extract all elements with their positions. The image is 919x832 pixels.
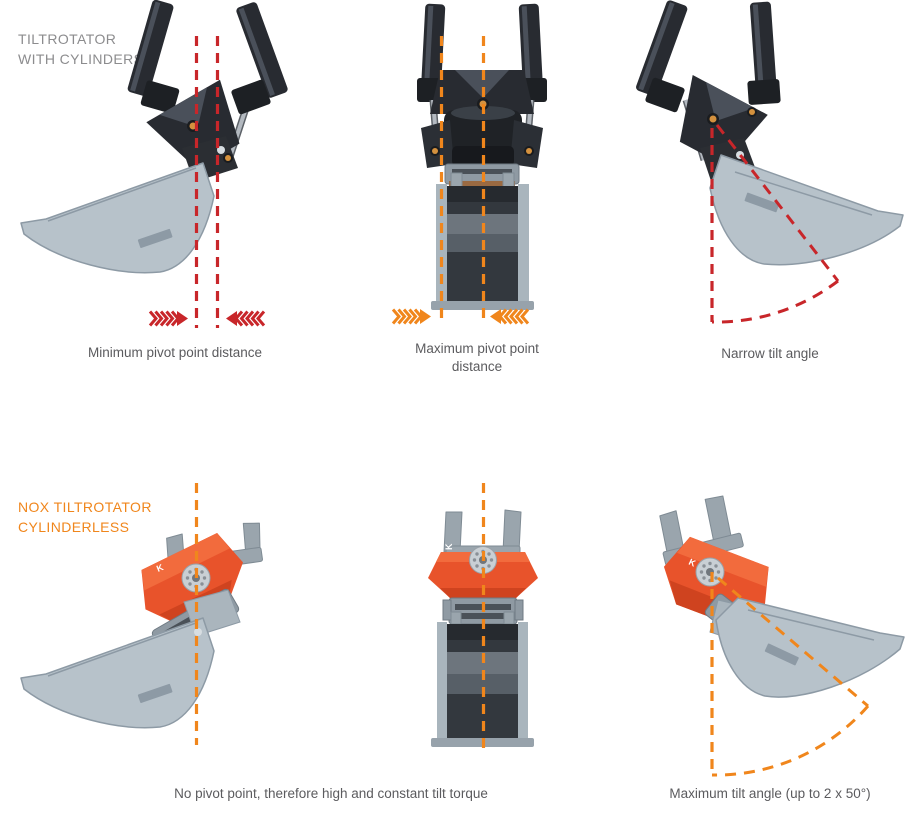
caption-max-pivot-distance: Maximum pivot point distance xyxy=(415,341,539,374)
illustration-no-pivot-point: K xyxy=(20,483,263,745)
tiltrotator-with-cylinders-side-right xyxy=(636,0,904,266)
tilt-line-angled xyxy=(717,576,869,708)
tilt-arc xyxy=(711,705,870,777)
tilt-line-angled xyxy=(715,124,840,282)
nox-tiltrotator-side-left: K xyxy=(20,522,263,729)
illustration-min-pivot-distance xyxy=(20,0,288,328)
brand-letter: K xyxy=(444,543,454,550)
brand-letter: K xyxy=(155,562,165,574)
label-line-1: NOX TILTROTATOR xyxy=(18,499,152,515)
illustration-nox-front: K xyxy=(428,483,538,748)
label-line-2: CYLINDERLESS xyxy=(18,518,130,535)
arrows-left-icon xyxy=(490,308,530,325)
illustration-max-pivot-distance xyxy=(391,3,547,325)
brand-letter: K xyxy=(687,557,698,569)
bucket-side-right xyxy=(709,154,904,266)
label-tiltrotator-with-cylinders: TILTROTATOR WITH CYLINDERS xyxy=(18,30,143,69)
caption-narrow-tilt-angle: Narrow tilt angle xyxy=(721,346,819,361)
arrows-left-icon xyxy=(226,310,266,327)
illustration-narrow-tilt-angle xyxy=(636,0,904,324)
caption-min-pivot-distance: Minimum pivot point distance xyxy=(87,345,263,360)
arrows-right-icon xyxy=(391,308,431,325)
caption-no-pivot-point: No pivot point, therefore high and const… xyxy=(174,786,488,801)
bucket-side-right xyxy=(715,597,905,698)
caption-max-tilt-angle: Maximum tilt angle (up to 2 x 50°) xyxy=(669,786,871,801)
tiltrotator-with-cylinders-side-left xyxy=(20,0,288,274)
bucket-side-left xyxy=(20,617,215,729)
label-line-2: WITH CYLINDERS xyxy=(18,50,144,67)
bucket-side-left xyxy=(20,162,215,274)
label-nox-tiltrotator-cylinderless: NOX TILTROTATOR CYLINDERLESS xyxy=(18,498,152,537)
label-line-1: TILTROTATOR xyxy=(18,31,117,47)
arrows-right-icon xyxy=(148,310,188,327)
illustration-max-tilt-angle: K xyxy=(659,495,905,777)
nox-tiltrotator-side-right: K xyxy=(659,495,905,698)
tilt-arc xyxy=(711,279,839,324)
